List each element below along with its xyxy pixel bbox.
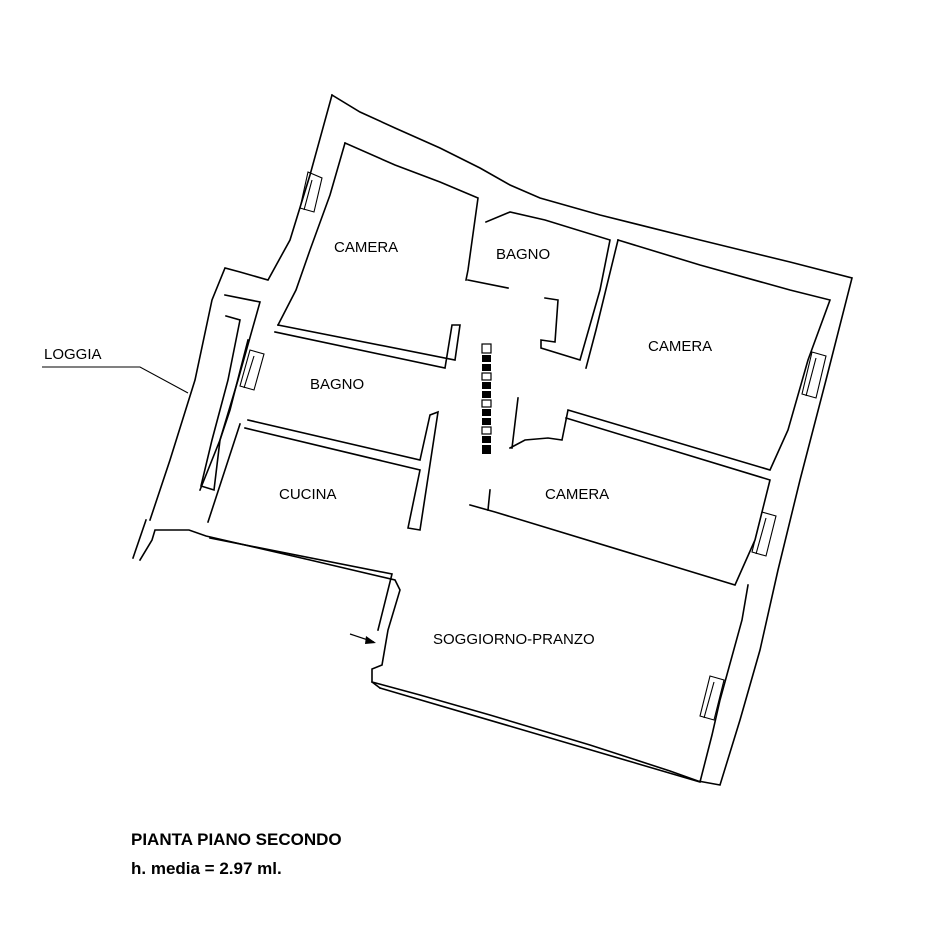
loggia-structure [200,294,262,492]
windows [239,171,827,721]
room-label-soggiorno: SOGGIORNO-PRANZO [433,631,595,648]
outer-walls [131,93,853,786]
room-label-camera-east: CAMERA [648,338,712,355]
room-label-camera-nw: CAMERA [334,239,398,256]
entrance-arrow-icon [349,633,376,644]
room-label-bagno-west: BAGNO [310,376,364,393]
room-label-camera-center: CAMERA [545,486,609,503]
plan-title: PIANTA PIANO SECONDO [131,830,342,849]
room-label-cucina: CUCINA [279,486,337,503]
shaft-symbol [481,343,492,454]
loggia-label: LOGGIA [44,346,102,363]
plan-height-note: h. media = 2.97 ml. [131,859,282,878]
loggia-leader [42,366,189,394]
room-label-bagno-north: BAGNO [496,246,550,263]
inner-walls [198,141,832,784]
